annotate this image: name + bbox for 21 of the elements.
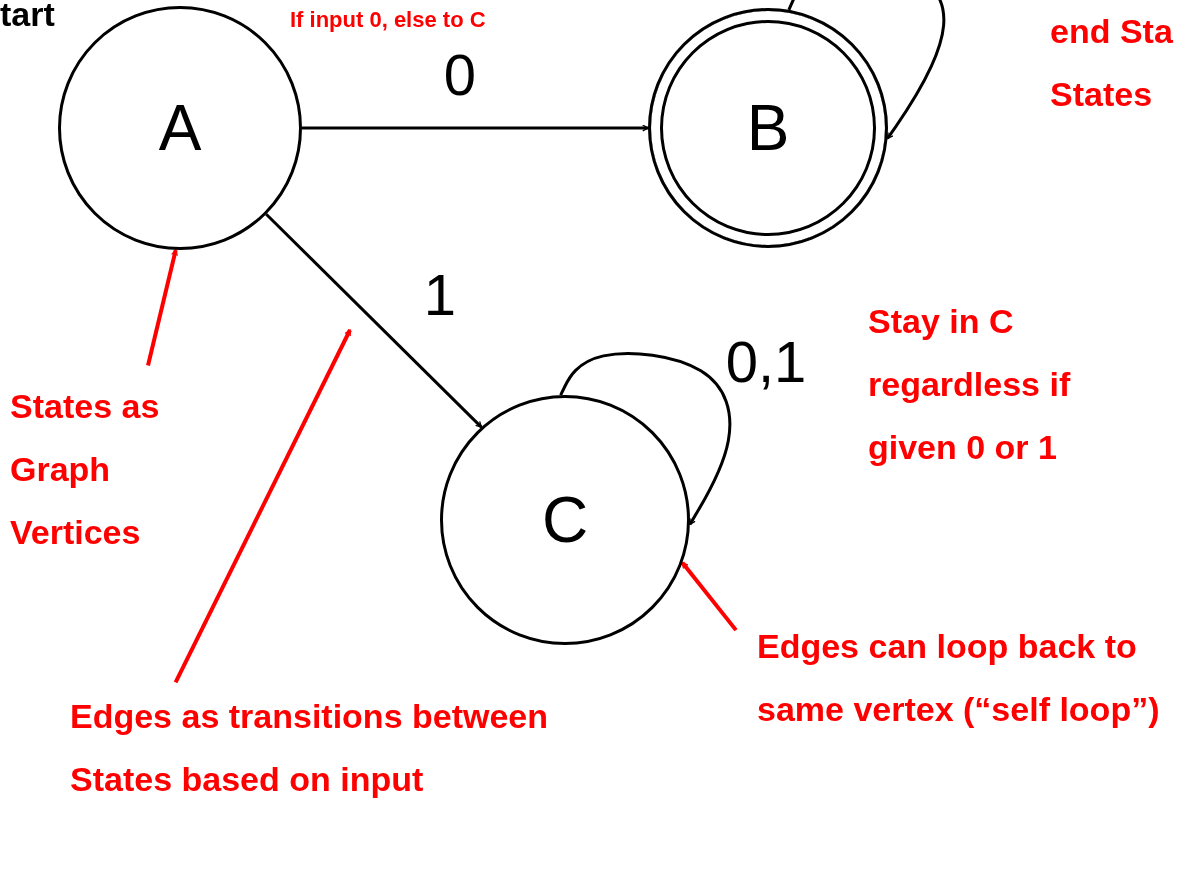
leader-arrow <box>173 329 352 684</box>
state-name: C <box>541 483 589 557</box>
leader-arrow <box>680 561 738 632</box>
self-loop-arrow <box>559 352 732 526</box>
state-name: B <box>746 91 790 165</box>
annotation-text: Stay in C regardless if given 0 or 1 <box>868 301 1072 468</box>
state-circle <box>58 6 302 250</box>
transition-arrow <box>265 213 483 429</box>
annotation-text: If input 0, else to C <box>290 6 486 34</box>
leader-arrow <box>146 249 178 366</box>
state-name: A <box>158 91 202 165</box>
annotation-text: Edges can loop back to same vertex (“self loop”) <box>757 627 1160 728</box>
annotation-text: end Sta <box>1050 11 1173 52</box>
self-loop-arrow <box>787 0 946 140</box>
state-circle <box>440 395 690 645</box>
state-circle <box>648 8 888 248</box>
transition-arrow <box>302 124 649 132</box>
annotation-text: tart <box>0 0 55 34</box>
annotation-text: States <box>1050 74 1153 115</box>
annotation-text: States as Graph Vertices <box>10 387 160 551</box>
annotation-text: Edges as transitions between States based on input <box>70 697 549 798</box>
